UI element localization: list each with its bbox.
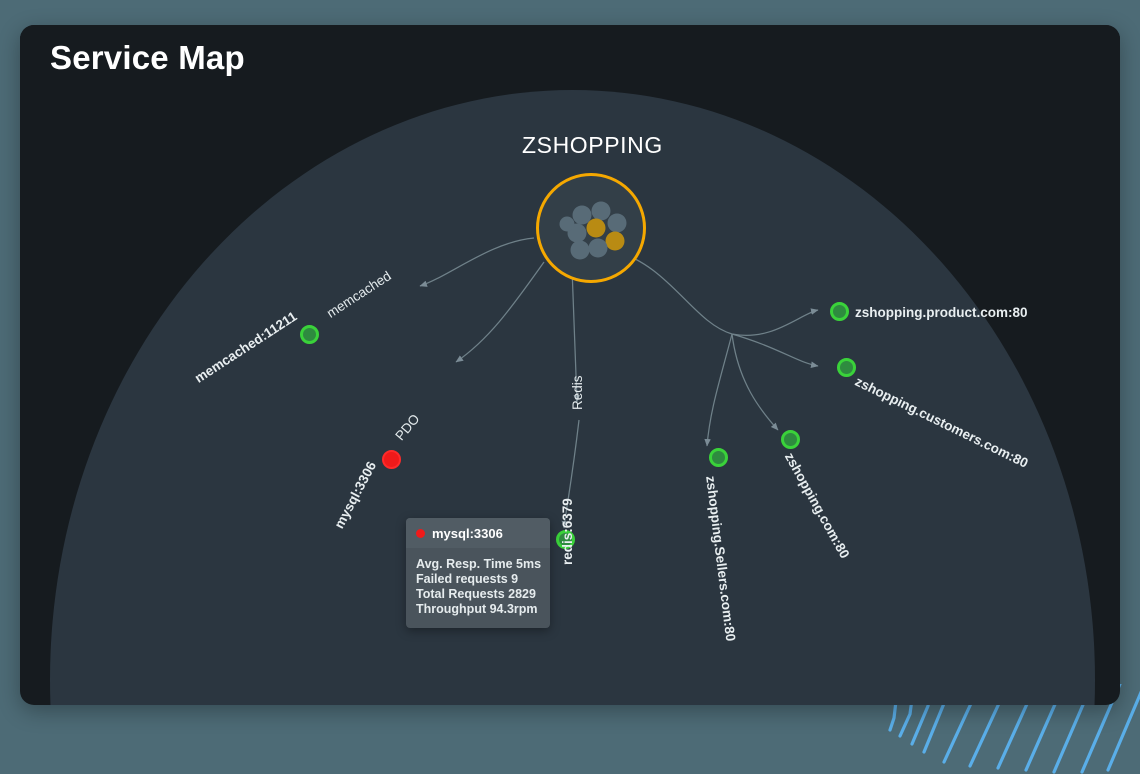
edge-label-redis: Redis xyxy=(570,375,585,410)
edge-path-redis xyxy=(571,267,580,403)
tooltip-metrics: Avg. Resp. Time 5ms Failed requests 9 To… xyxy=(406,548,550,628)
status-dot-error xyxy=(416,529,425,538)
edge-path-memcached xyxy=(419,237,535,287)
hub-label: ZSHOPPING xyxy=(522,132,663,158)
node-mysql[interactable] xyxy=(382,450,401,469)
page-title: Service Map xyxy=(50,38,245,76)
edge-path-redis-lower xyxy=(561,419,580,529)
card-header: Service Map xyxy=(20,25,1120,90)
edge-path-sellers xyxy=(704,333,733,447)
tooltip-metric-row: Avg. Resp. Time 5ms xyxy=(416,557,542,571)
node-tooltip: mysql:3306 Avg. Resp. Time 5ms Failed re… xyxy=(406,518,550,628)
service-map-canvas[interactable]: ZSHOPPING xyxy=(20,90,1120,705)
edge-path-pdo xyxy=(455,261,545,363)
tooltip-metric-row: Throughput 94.3rpm xyxy=(416,602,538,616)
service-cluster-icon xyxy=(559,201,627,260)
edge-path-customers xyxy=(731,333,819,368)
tooltip-header: mysql:3306 xyxy=(406,518,550,548)
tooltip-title: mysql:3306 xyxy=(432,526,503,541)
edge-layer xyxy=(419,237,819,529)
hub-node-zshopping[interactable] xyxy=(536,173,646,283)
node-redis[interactable] xyxy=(556,530,575,549)
node-zshopping[interactable] xyxy=(781,430,800,449)
service-map-card: Service Map xyxy=(20,25,1120,705)
node-memcached[interactable] xyxy=(300,325,319,344)
tooltip-metric-row: Total Requests 2829 xyxy=(416,587,536,601)
node-label-redis: redis:6379 xyxy=(560,498,575,565)
node-customers[interactable] xyxy=(837,358,856,377)
node-product[interactable] xyxy=(830,302,849,321)
node-label-product: zshopping.product.com:80 xyxy=(855,305,1028,320)
node-sellers[interactable] xyxy=(709,448,728,467)
tooltip-metric-row: Failed requests 9 xyxy=(416,572,519,586)
edge-path-product xyxy=(611,249,819,337)
edge-path-zshopping xyxy=(731,333,779,431)
